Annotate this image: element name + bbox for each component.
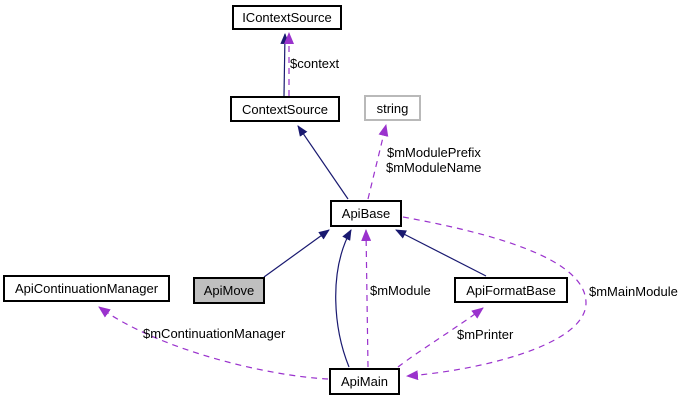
node-apibase[interactable]: ApiBase bbox=[330, 200, 402, 227]
edge-label-module: $mModule bbox=[370, 283, 431, 298]
edge-inheritance-apibase-contextsource bbox=[297, 125, 349, 200]
node-apimain[interactable]: ApiMain bbox=[329, 368, 400, 395]
edge-label-mainmodule: $mMainModule bbox=[589, 284, 678, 299]
edge-label-moduleprefix: $mModulePrefix bbox=[387, 145, 481, 160]
edge-usage-module bbox=[361, 229, 372, 368]
node-apicontinuationmanager[interactable]: ApiContinuationManager bbox=[3, 275, 170, 302]
node-icontextsource[interactable]: IContextSource bbox=[232, 5, 342, 30]
edge-inheritance-contextsource-icontextsource bbox=[280, 33, 290, 97]
edge-usage-moduleprefix-modulename bbox=[367, 124, 389, 200]
node-apiformatbase[interactable]: ApiFormatBase bbox=[454, 277, 568, 303]
edge-usage-continuationmanager bbox=[98, 306, 329, 380]
node-contextsource[interactable]: ContextSource bbox=[230, 96, 340, 122]
edge-inheritance-apiformatbase-apibase bbox=[395, 229, 487, 277]
node-string: string bbox=[364, 95, 421, 121]
edge-inheritance-apimain-apibase bbox=[335, 229, 352, 368]
edge-label-printer: $mPrinter bbox=[457, 327, 514, 342]
node-apimove-current: ApiMove bbox=[193, 277, 265, 304]
edge-inheritance-apimove-apibase bbox=[263, 229, 330, 278]
edge-label-modulename: $mModuleName bbox=[386, 160, 482, 175]
edge-label-continuationmanager: $mContinuationManager bbox=[143, 326, 286, 341]
edge-usage-printer bbox=[397, 307, 484, 368]
edge-label-context: $context bbox=[290, 56, 340, 71]
edge-usage-mainmodule bbox=[402, 216, 587, 381]
